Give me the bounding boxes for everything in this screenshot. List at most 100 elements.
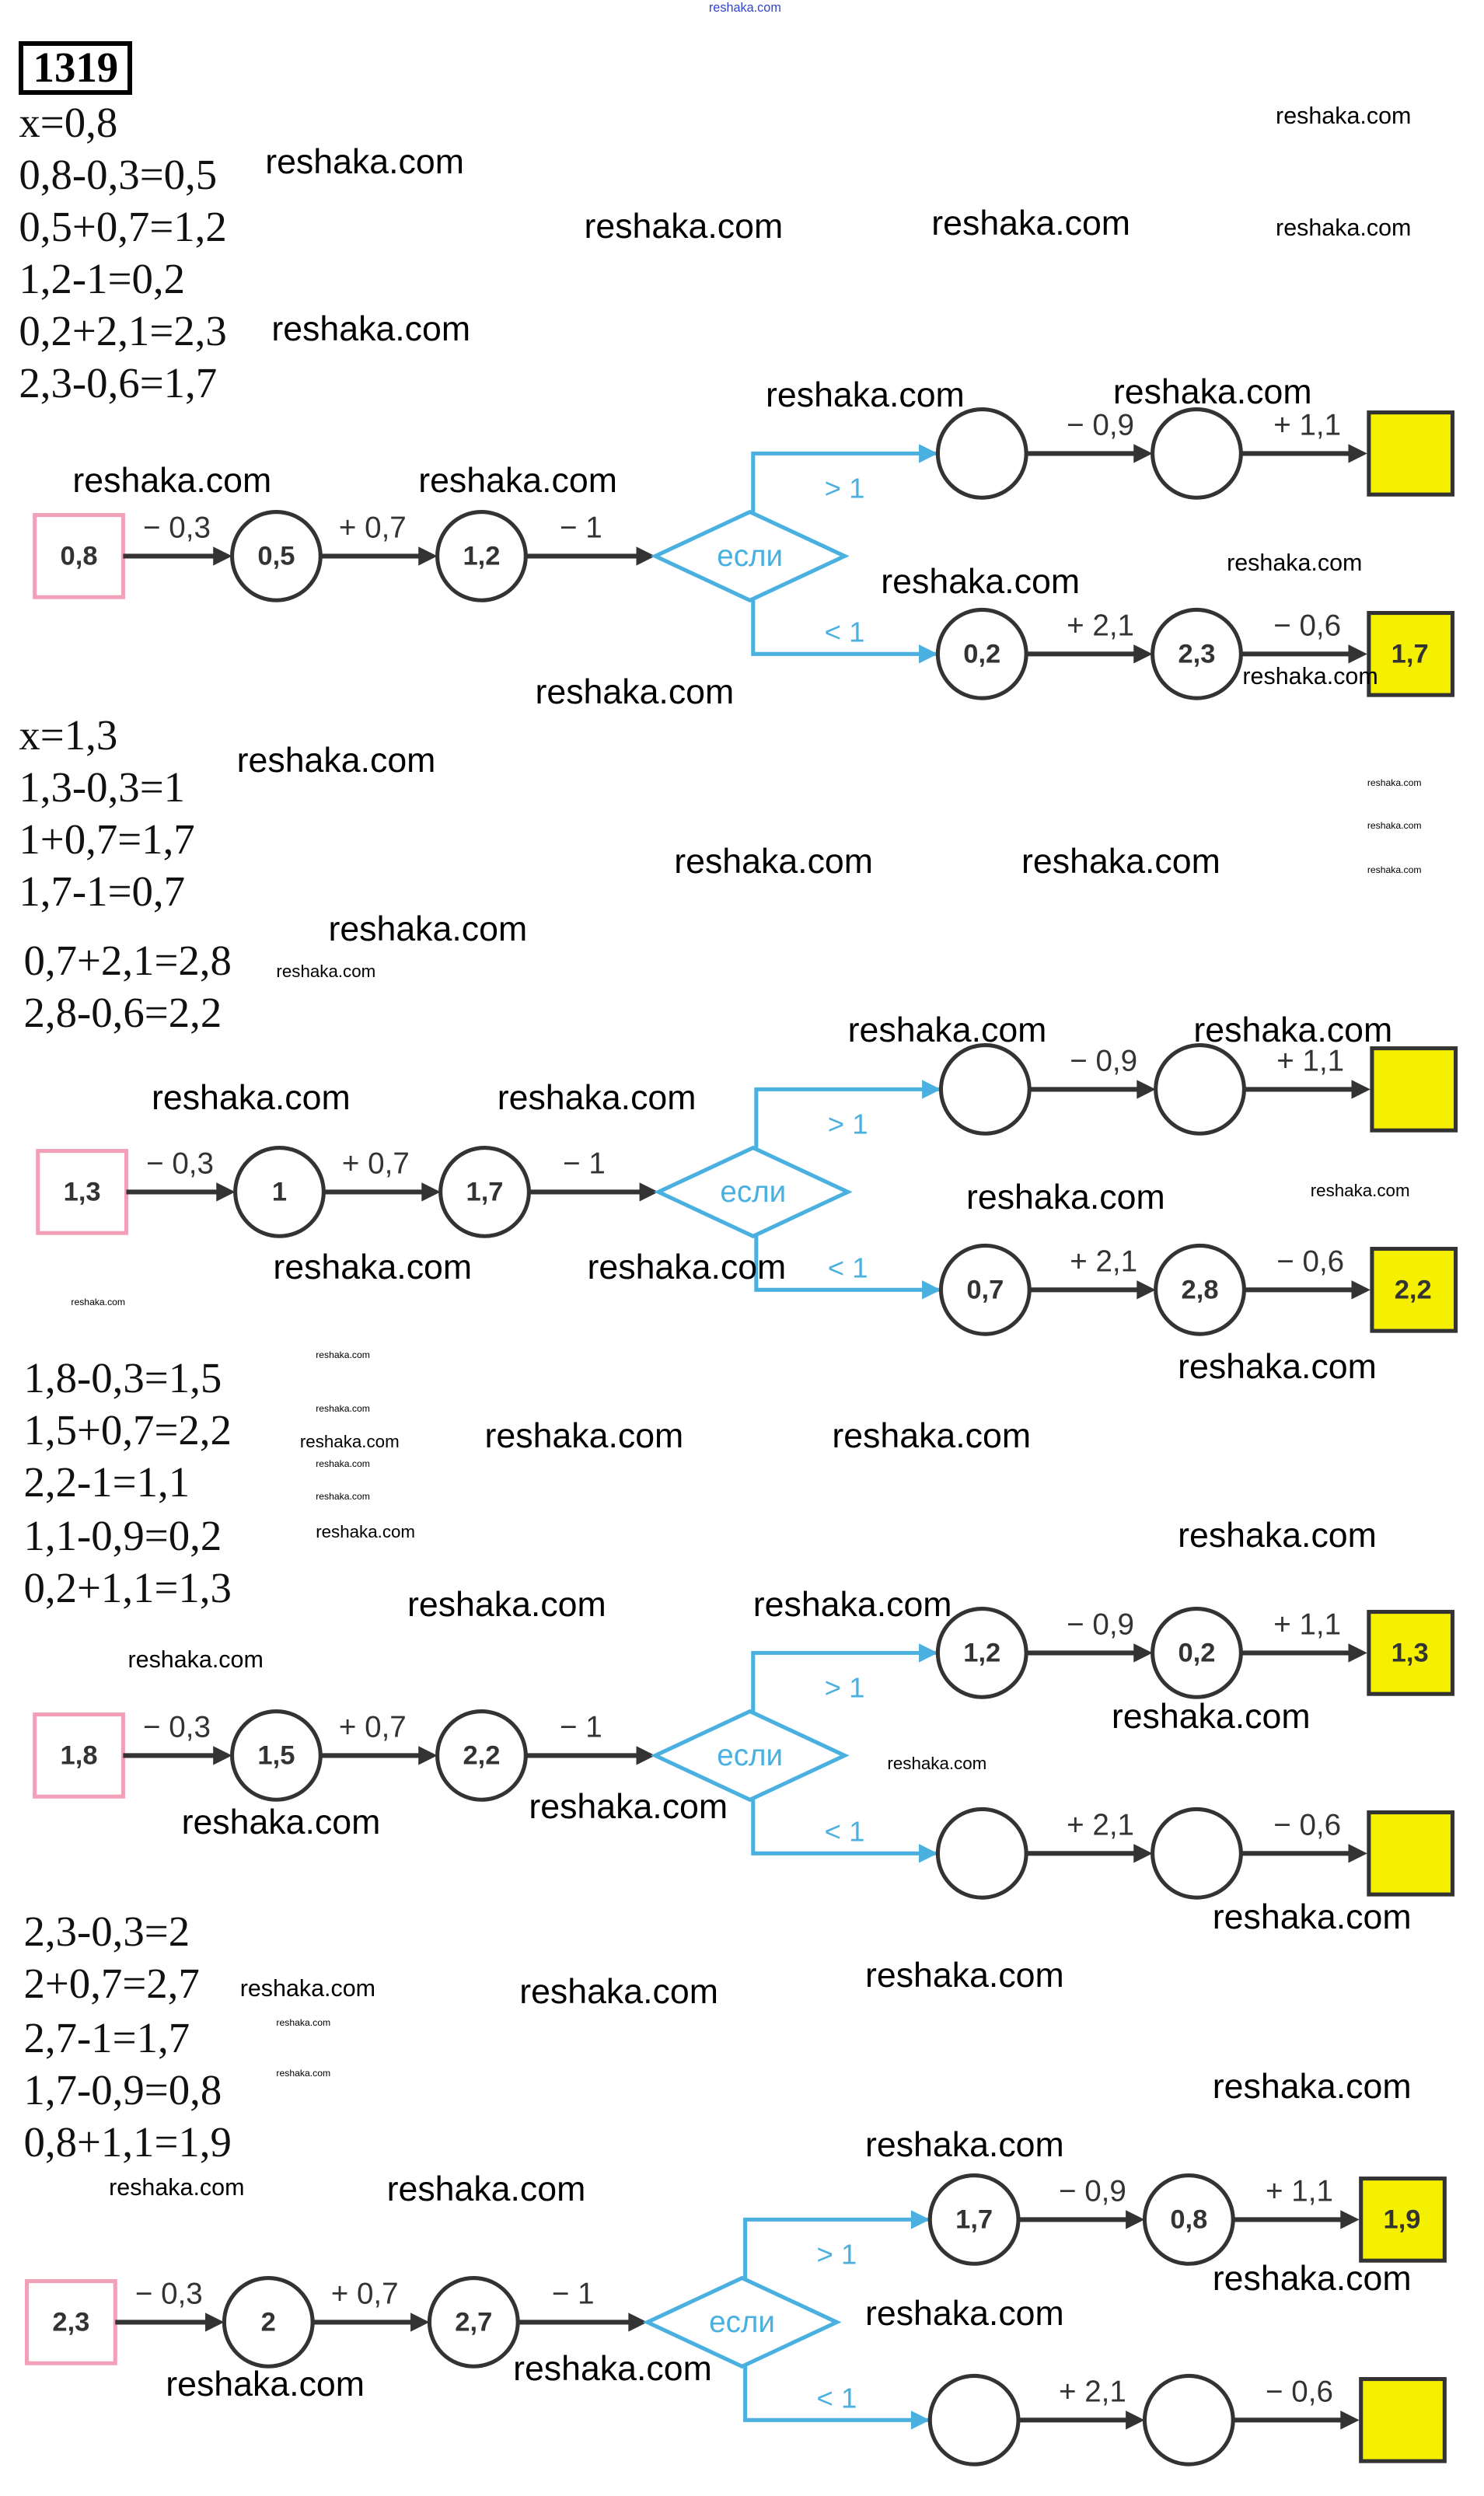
- step-value: 1,2: [963, 1638, 1000, 1667]
- watermark: reshaka.com: [271, 310, 471, 349]
- operation-label: + 1,1: [1276, 1044, 1344, 1077]
- condition-upper: > 1: [828, 1108, 868, 1140]
- step-value: 1,7: [466, 1177, 504, 1206]
- arrow-head: [919, 1844, 938, 1863]
- watermark: reshaka.com: [1212, 2260, 1412, 2299]
- operation-label: − 0,9: [1067, 1608, 1134, 1641]
- step-value: 1,7: [955, 2205, 993, 2235]
- watermark: reshaka.com: [181, 1803, 381, 1842]
- watermark: reshaka.com: [1111, 1698, 1311, 1737]
- arrow-head: [213, 1746, 232, 1765]
- operation-label: + 2,1: [1059, 2375, 1126, 2408]
- watermark: reshaka.com: [1242, 663, 1378, 690]
- operation-label: − 0,3: [146, 1147, 214, 1180]
- branch-lower: [754, 1236, 941, 1292]
- watermark: reshaka.com: [265, 142, 464, 181]
- operation-label: − 1: [560, 1710, 602, 1744]
- watermark: reshaka.com: [276, 2016, 331, 2028]
- solution-line: 1,7-1=0,7: [19, 867, 186, 916]
- arrow-head: [213, 546, 232, 566]
- watermark: reshaka.com: [72, 462, 272, 501]
- watermark: reshaka.com: [965, 1178, 1165, 1217]
- arrow-head: [639, 1182, 658, 1202]
- solution-line: 0,5+0,7=1,2: [19, 202, 227, 250]
- decision-label: если: [717, 539, 783, 572]
- watermark: reshaka.com: [151, 1079, 351, 1118]
- arrow-head: [418, 1746, 438, 1765]
- start-value: 1,3: [64, 1177, 101, 1206]
- step-circle: [935, 407, 1028, 500]
- operation-label: − 0,6: [1273, 1808, 1341, 1841]
- solution-line: 1+0,7=1,7: [19, 815, 195, 863]
- step-circle: [438, 1145, 531, 1238]
- condition-upper: > 1: [825, 472, 865, 504]
- decision-diamond: [653, 1145, 853, 1239]
- operation-label: − 0,9: [1067, 408, 1134, 442]
- watermark: reshaka.com: [1212, 1898, 1412, 1937]
- watermark: reshaka.com: [1193, 1011, 1393, 1049]
- operation-label: + 2,1: [1067, 609, 1134, 642]
- watermark: reshaka.com: [273, 1248, 473, 1286]
- solution-line: 0,8-0,3=0,5: [19, 150, 218, 198]
- solution-line: 2,2-1=1,1: [23, 1457, 190, 1506]
- result-box: [1367, 1610, 1455, 1696]
- operation-label: + 1,1: [1273, 1608, 1341, 1641]
- operation-label: − 0,3: [143, 511, 211, 544]
- result-value: 1,7: [1391, 639, 1429, 669]
- result-box: [1367, 410, 1455, 497]
- step-circle: [927, 2374, 1021, 2466]
- watermark: reshaka.com: [276, 2067, 331, 2079]
- decision-diamond: [650, 509, 850, 602]
- solution-line: 1,5+0,7=2,2: [23, 1405, 232, 1454]
- watermark: reshaka.com: [1112, 373, 1312, 412]
- watermark: reshaka.com: [71, 1297, 126, 1308]
- step-value: 1,2: [463, 541, 500, 571]
- start-box: [24, 2279, 117, 2365]
- watermark: reshaka.com: [1367, 777, 1422, 789]
- step-circle: [938, 1042, 1032, 1136]
- solution-line: 2+0,7=2,7: [23, 1960, 200, 2008]
- arrow-head: [1348, 1844, 1367, 1863]
- arrow-head: [1340, 2410, 1360, 2430]
- result-value: 1,3: [1391, 1638, 1429, 1667]
- solution-line: 0,2+2,1=2,3: [19, 307, 227, 354]
- step-circle: [435, 1709, 528, 1802]
- arrow-head: [1126, 2410, 1145, 2430]
- top-watermark: reshaka.com: [708, 1, 781, 16]
- arrow-head: [919, 443, 938, 463]
- arrow-head: [919, 644, 938, 664]
- watermark: reshaka.com: [887, 1754, 987, 1774]
- watermark: reshaka.com: [328, 909, 528, 948]
- step-value: 0,8: [1170, 2205, 1207, 2235]
- arrow-head: [205, 2313, 225, 2332]
- arrow-head: [1137, 1080, 1156, 1099]
- watermark: reshaka.com: [299, 1432, 400, 1452]
- step-circle: [427, 2276, 520, 2369]
- step-circle: [1151, 407, 1243, 500]
- solution-line: 0,8+1,1=1,9: [23, 2117, 232, 2166]
- arrow-head: [1351, 1280, 1371, 1300]
- operation-label: − 0,3: [135, 2278, 203, 2311]
- watermark: reshaka.com: [418, 462, 617, 501]
- arrow-head: [1133, 1643, 1153, 1663]
- solution-line: x=1,3: [19, 710, 118, 759]
- step-value: 2,7: [455, 2308, 492, 2337]
- operation-label: + 0,7: [339, 511, 407, 544]
- operation-label: − 1: [563, 1147, 606, 1180]
- watermark: reshaka.com: [864, 2125, 1064, 2164]
- watermark: reshaka.com: [584, 208, 784, 246]
- watermark: reshaka.com: [864, 2295, 1064, 2334]
- arrow-head: [628, 2313, 648, 2332]
- branch-lower: [751, 599, 938, 656]
- arrow-head: [922, 1280, 941, 1300]
- condition-upper: > 1: [825, 1672, 865, 1704]
- solution-line: 2,7-1=1,7: [23, 2013, 190, 2061]
- branch-lower: [751, 1800, 938, 1855]
- watermark: reshaka.com: [832, 1416, 1032, 1455]
- arrow-head: [1133, 1844, 1153, 1863]
- watermark: reshaka.com: [674, 842, 873, 881]
- step-value: 0,2: [1178, 1638, 1215, 1667]
- start-value: 1,8: [61, 1740, 98, 1770]
- watermark: reshaka.com: [236, 741, 436, 780]
